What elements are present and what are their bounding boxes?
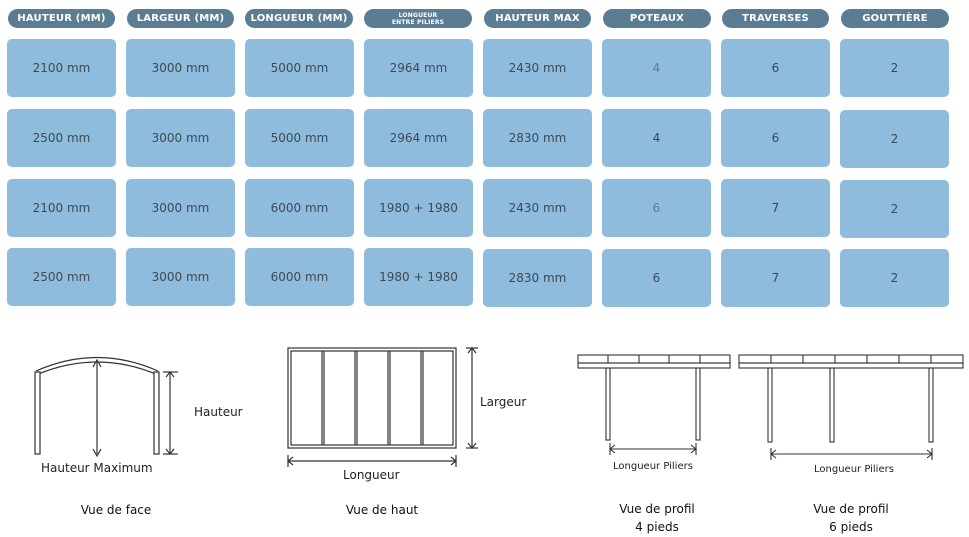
header-gouttiere: GOUTTIÈRE: [841, 9, 949, 28]
cell-longueur: 5000 mm: [245, 109, 354, 167]
header-hauteur: HAUTEUR (MM): [8, 9, 115, 28]
cell-longueur-piliers: 2964 mm: [364, 39, 473, 97]
cell-hauteur: 2100 mm: [7, 179, 116, 237]
cell-traverses: 6: [721, 109, 830, 167]
cell-hauteur-max: 2430 mm: [483, 179, 592, 237]
profile-4-diagram: [577, 354, 731, 455]
cell-poteaux: 6: [602, 179, 711, 237]
cell-poteaux: 6: [602, 249, 711, 307]
cell-largeur: 3000 mm: [126, 179, 235, 237]
profile-6-piliers-label: Longueur Piliers: [814, 464, 894, 475]
top-view-diagram: [287, 347, 478, 467]
cell-hauteur-max: 2430 mm: [483, 39, 592, 97]
cell-largeur: 3000 mm: [126, 39, 235, 97]
cell-hauteur: 2500 mm: [7, 248, 116, 306]
header-longueur: LONGUEUR (MM): [245, 9, 353, 28]
cell-poteaux: 4: [602, 109, 711, 167]
profile-4-piliers-label: Longueur Piliers: [613, 461, 693, 472]
cell-traverses: 7: [721, 249, 830, 307]
cell-traverses: 6: [721, 39, 830, 97]
header-hauteur-max: HAUTEUR MAX: [484, 9, 591, 28]
profile-4-caption-line1: Vue de profil: [619, 502, 695, 516]
top-longueur-label: Longueur: [343, 468, 400, 482]
cell-largeur: 3000 mm: [126, 109, 235, 167]
cell-hauteur-max: 2830 mm: [483, 109, 592, 167]
cell-hauteur-max: 2830 mm: [483, 249, 592, 307]
header-longueur-entre-piliers-line2: ENTRE PILIERS: [391, 18, 445, 26]
cell-hauteur: 2500 mm: [7, 109, 116, 167]
top-view-caption: Vue de haut: [345, 503, 419, 517]
front-view-diagram: [34, 356, 178, 458]
cell-gouttiere: 2: [840, 180, 949, 238]
cell-traverses: 7: [721, 179, 830, 237]
profile-6-caption-line2: 6 pieds: [829, 520, 873, 534]
profile-6-caption-line1: Vue de profil: [813, 502, 889, 516]
cell-largeur: 3000 mm: [126, 248, 235, 306]
header-largeur: LARGEUR (MM): [127, 9, 234, 28]
cell-longueur-piliers: 1980 + 1980: [364, 179, 473, 237]
header-poteaux: POTEAUX: [603, 9, 711, 28]
header-longueur-entre-piliers: LONGUEUR ENTRE PILIERS: [364, 9, 472, 28]
cell-gouttiere: 2: [840, 39, 949, 97]
cell-longueur: 6000 mm: [245, 248, 354, 306]
top-largeur-label: Largeur: [480, 395, 527, 409]
header-traverses: TRAVERSES: [722, 9, 829, 28]
cell-hauteur: 2100 mm: [7, 39, 116, 97]
cell-poteaux: 4: [602, 39, 711, 97]
cell-longueur: 5000 mm: [245, 39, 354, 97]
cell-longueur: 6000 mm: [245, 179, 354, 237]
header-longueur-entre-piliers-line1: LONGUEUR: [398, 11, 438, 19]
front-view-caption: Vue de face: [80, 503, 152, 517]
cell-gouttiere: 2: [840, 249, 949, 307]
profile-4-caption-line2: 4 pieds: [635, 520, 679, 534]
cell-longueur-piliers: 2964 mm: [364, 109, 473, 167]
front-hauteur-maximum-label: Hauteur Maximum: [41, 461, 153, 475]
cell-longueur-piliers: 1980 + 1980: [364, 248, 473, 306]
profile-6-diagram: [738, 354, 964, 460]
front-hauteur-label: Hauteur: [194, 405, 243, 419]
cell-gouttiere: 2: [840, 110, 949, 168]
